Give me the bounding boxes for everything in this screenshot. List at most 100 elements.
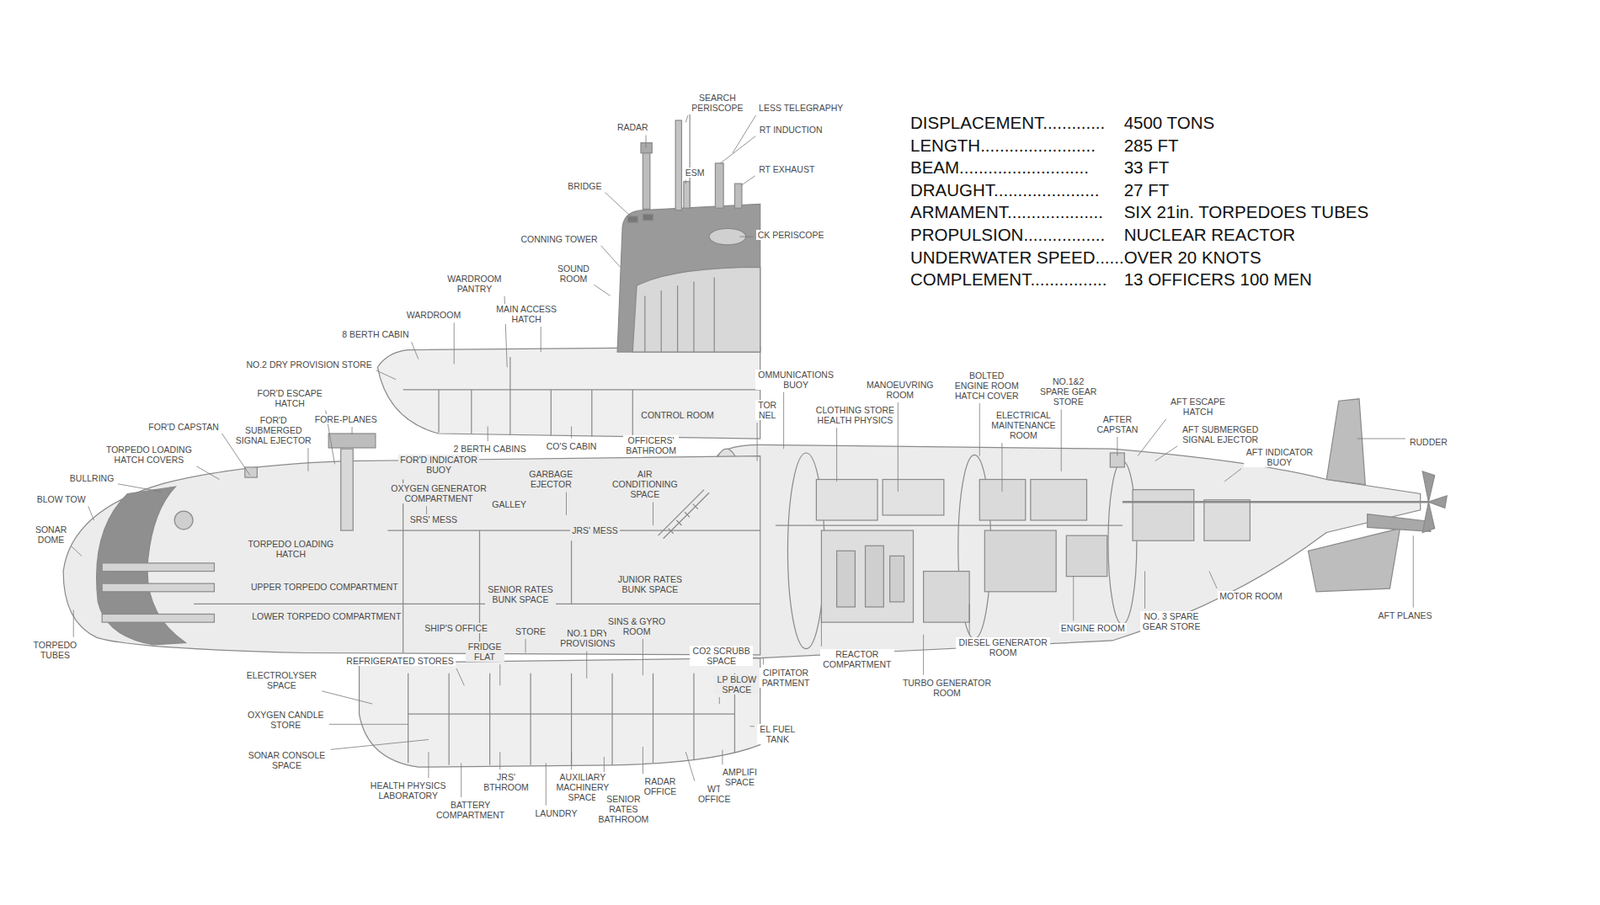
reactor-vessel [865, 545, 885, 608]
part-label: TORPEDO LOADING HATCH COVERS [103, 444, 195, 465]
spec-value: 27 FT [1124, 179, 1370, 203]
leader-line [197, 466, 220, 480]
part-label: MANOEUVRING ROOM [864, 379, 937, 400]
part-label: SONAR DOME [32, 524, 70, 545]
spec-key: LENGTH........................ [910, 134, 1125, 158]
leader-line [1413, 535, 1414, 608]
leader-line [487, 426, 489, 443]
hatch-cover [174, 511, 193, 530]
leader-line [88, 506, 95, 521]
part-label: 8 BERTH CABIN [340, 329, 411, 340]
torpedo-tube [101, 613, 214, 623]
part-label: BOLTED ENGINE ROOM HATCH COVER [952, 370, 1022, 401]
leader-line [757, 422, 758, 462]
leader-line [685, 180, 687, 184]
spec-value: NUCLEAR REACTOR [1124, 224, 1370, 247]
part-label: AFT SUBMERGED SIGNAL EJECTOR [1179, 424, 1262, 445]
spec-key: DISPLACEMENT............. [910, 112, 1125, 135]
leader-line [499, 664, 501, 686]
leader-line [732, 115, 757, 154]
rudder [1326, 399, 1366, 486]
part-label: AFT PLANES [1376, 610, 1435, 621]
part-label: AFTER CAPSTAN [1093, 414, 1141, 435]
part-label: BATTERY COMPARTMENT [433, 800, 508, 821]
part-label: SHIP'S OFFICE [422, 623, 490, 634]
leader-line [329, 724, 409, 726]
part-label: MOTOR ROOM [1217, 591, 1284, 602]
bridge-window [627, 216, 638, 223]
spec-key: PROPULSION................. [910, 224, 1125, 247]
part-label: ELECTROLYSER SPACE [243, 670, 320, 691]
part-label: NO. 3 SPARE GEAR STORE [1140, 611, 1204, 632]
part-label: GALLEY [490, 499, 528, 510]
forward-hull [63, 456, 761, 656]
part-label: CK PERISCOPE [756, 229, 827, 240]
deck-line [193, 603, 761, 605]
spec-value: 285 FT [1124, 134, 1370, 158]
propeller [1422, 471, 1447, 534]
part-label: DIESEL GENERATOR ROOM [955, 637, 1051, 658]
sail-cutaway [632, 266, 760, 352]
part-label: CO2 SCRUBB SPACE [689, 645, 753, 667]
leader-line [645, 134, 647, 148]
part-label: FORE-PLANES [313, 414, 379, 425]
fore-plane [328, 433, 376, 448]
part-label: CONTROL ROOM [639, 410, 716, 421]
spec-value: 33 FT [1124, 156, 1370, 180]
radar-head [640, 143, 652, 154]
leader-line [741, 176, 756, 187]
part-label: ESM [683, 167, 707, 178]
capstan [245, 467, 258, 478]
leader-line [427, 752, 429, 779]
part-label: OXYGEN GENERATOR COMPARTMENT [388, 483, 490, 504]
leader-line [460, 762, 462, 798]
leader-line [821, 617, 822, 647]
reactor-block [821, 530, 913, 623]
machinery [882, 480, 944, 516]
part-label: WARDROOM [405, 309, 463, 320]
leader-line [1137, 419, 1167, 457]
sail [617, 203, 761, 352]
leader-line [605, 192, 631, 217]
leader-line [73, 610, 75, 638]
leader-line [525, 639, 527, 653]
part-label: EL FUEL TANK [757, 724, 799, 745]
part-label: SEARCH PERISCOPE [688, 92, 747, 113]
part-label: JRS' BTHROOM [480, 772, 532, 793]
masts-in-sail [645, 277, 715, 352]
lower-fin [1307, 528, 1400, 592]
aft-plane [1367, 514, 1431, 533]
machinery [1030, 480, 1088, 521]
spec-key: UNDERWATER SPEED...... [910, 246, 1125, 270]
part-label: SONAR CONSOLE SPACE [245, 750, 328, 771]
bulkhead [402, 480, 404, 654]
part-label: REACTOR COMPARTMENT [820, 649, 895, 670]
periscope [675, 120, 682, 211]
leader-line [1357, 438, 1406, 440]
torpedo-tube [101, 583, 214, 592]
leader-line [720, 136, 756, 164]
part-label: CIPITATOR PARTMENT [759, 667, 813, 688]
leader-line [376, 370, 397, 380]
part-label: TURBO GENERATOR ROOM [899, 677, 994, 699]
bulkhead [570, 540, 572, 604]
leader-line [71, 546, 82, 556]
leader-line [1116, 437, 1118, 457]
part-label: SOUND ROOM [554, 263, 592, 284]
part-label: REFRIGERATED STORES [344, 656, 455, 667]
part-label: RADAR OFFICE [640, 776, 679, 797]
part-label: UPPER TORPEDO COMPARTMENT [249, 581, 400, 592]
leader-line [352, 426, 353, 435]
leader-line [762, 658, 764, 666]
machinery [816, 480, 878, 521]
leader-line [307, 448, 309, 472]
aft-hull [714, 444, 1421, 658]
part-label: FOR'D ESCAPE HATCH [254, 388, 326, 409]
part-label: ENGINE ROOM [1059, 623, 1127, 634]
leader-line [545, 762, 547, 806]
part-label: CLOTHING STORE HEALTH PHYSICS [812, 405, 897, 426]
part-label: MAIN ACCESS HATCH [493, 304, 560, 325]
